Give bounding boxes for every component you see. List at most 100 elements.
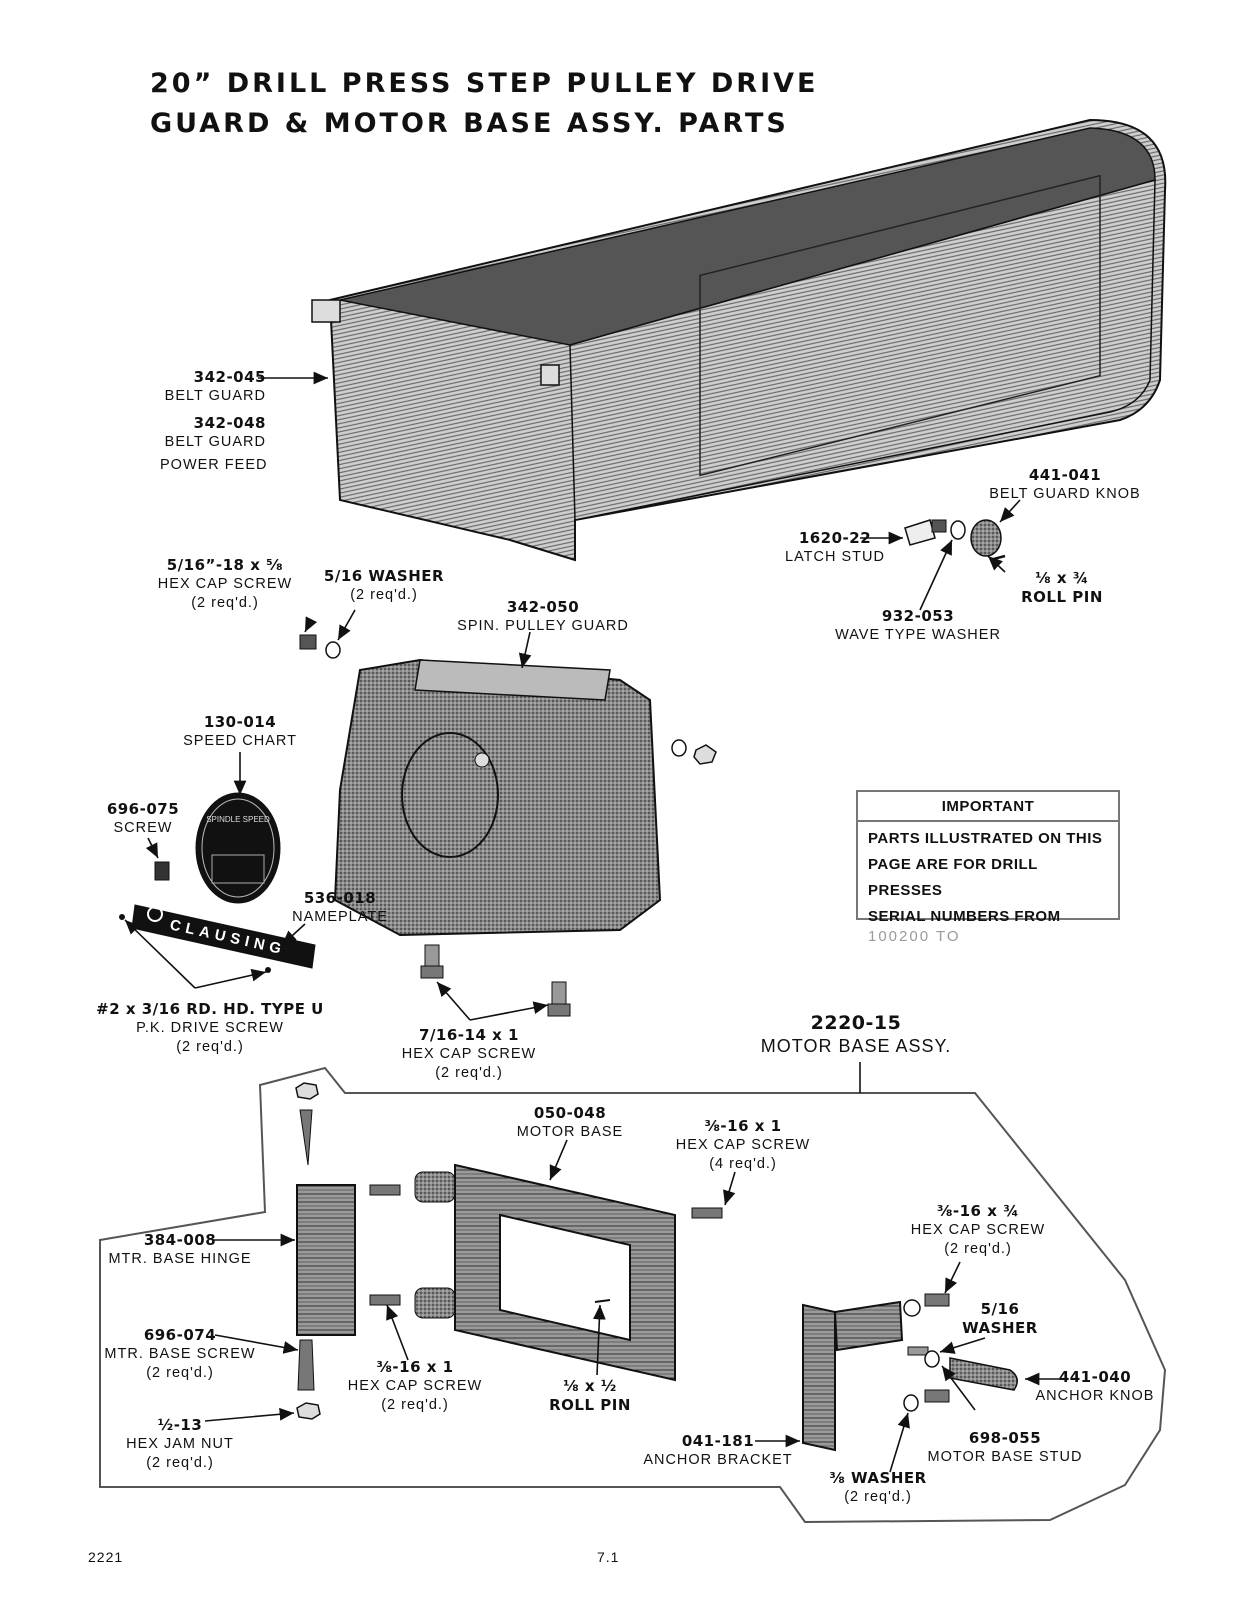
part-number: 130-014: [203, 713, 277, 731]
part-qty: (2 req'd.): [381, 1397, 449, 1413]
part-number: ⅛ x ½: [563, 1377, 617, 1395]
part-name: ROLL PIN: [1021, 588, 1103, 606]
label-washer-b: 5/16 WASHER: [960, 1300, 1040, 1338]
label-mtr-base-screw: 696-074 MTR. BASE SCREW (2 req'd.): [100, 1326, 260, 1383]
part-number: 5/16”-18 x ⁵⁄₈: [166, 556, 284, 574]
page-title-line-1: 20” DRILL PRESS STEP PULLEY DRIVE: [150, 68, 819, 99]
label-pk-drive-screw: #2 x 3/16 RD. HD. TYPE U P.K. DRIVE SCRE…: [80, 1000, 340, 1057]
part-number: 050-048: [533, 1104, 607, 1122]
part-number: 696-075: [106, 800, 180, 818]
label-nameplate: 536-018 NAMEPLATE: [290, 889, 390, 927]
part-name: SPEED CHART: [183, 733, 297, 749]
part-name: MOTOR BASE ASSY.: [760, 1036, 952, 1056]
part-number: 5/16 WASHER: [323, 567, 445, 585]
part-name: BELT GUARD: [164, 434, 266, 450]
pulley-guard-drawing: [333, 658, 662, 937]
part-number: 342-050: [506, 598, 580, 616]
part-number: 698-055: [968, 1429, 1042, 1447]
label-hex-cap-screw-d: ⅜-16 x 1 HEX CAP SCREW (2 req'd.): [342, 1358, 488, 1415]
footer-page-code: 2221: [88, 1549, 124, 1565]
part-qty: (2 req'd.): [435, 1065, 503, 1081]
part-number: ⅜ WASHER: [829, 1469, 927, 1487]
part-qty: (2 req'd.): [944, 1241, 1012, 1257]
part-name: HEX CAP SCREW: [675, 1137, 811, 1153]
part-number: 441-040: [1058, 1368, 1132, 1386]
part-name: ANCHOR KNOB: [1035, 1388, 1155, 1404]
label-mtr-base-hinge: 384-008 MTR. BASE HINGE: [100, 1231, 260, 1269]
important-serial: 100200 TO: [868, 928, 961, 945]
label-motor-base-assy: 2220-15 MOTOR BASE ASSY.: [750, 1012, 962, 1058]
part-name: HEX CAP SCREW: [347, 1378, 483, 1394]
part-name: HEX CAP SCREW: [910, 1222, 1046, 1238]
part-qty: (2 req'd.): [146, 1455, 214, 1471]
label-washer-a: 5/16 WASHER (2 req'd.): [318, 567, 450, 605]
part-number: 441-041: [1028, 466, 1102, 484]
part-number: 2220-15: [810, 1012, 902, 1034]
part-number: 5/16: [980, 1300, 1020, 1318]
latch-parts-drawing: [904, 519, 1006, 562]
label-hex-cap-screw-c: ⅜-16 x 1 HEX CAP SCREW (4 req'd.): [670, 1117, 816, 1174]
label-hex-cap-screw-e: ⅜-16 x ¾ HEX CAP SCREW (2 req'd.): [905, 1202, 1051, 1259]
label-speed-chart: 130-014 SPEED CHART: [180, 713, 300, 751]
label-hex-cap-screw-a: 5/16”-18 x ⁵⁄₈ HEX CAP SCREW (2 req'd.): [155, 556, 295, 613]
part-name: HEX CAP SCREW: [157, 576, 293, 592]
page-title-line-2: GUARD & MOTOR BASE ASSY. PARTS: [150, 108, 789, 139]
important-notice-box: IMPORTANT PARTS ILLUSTRATED ON THIS PAGE…: [856, 790, 1120, 944]
part-qty: (2 req'd.): [844, 1489, 912, 1505]
label-motor-base-stud: 698-055 MOTOR BASE STUD: [922, 1429, 1088, 1467]
label-anchor-knob: 441-040 ANCHOR KNOB: [1030, 1368, 1160, 1406]
label-belt-guard: 342-045 BELT GUARD 342-048 BELT GUARD PO…: [160, 368, 266, 475]
part-name: HEX JAM NUT: [126, 1436, 234, 1452]
part-number: ⅜-16 x 1: [376, 1358, 454, 1376]
label-screw-a: 696-075 SCREW: [100, 800, 186, 838]
part-name: NAMEPLATE: [292, 909, 388, 925]
part-number: 041-181: [681, 1432, 755, 1450]
part-name: ROLL PIN: [549, 1396, 631, 1414]
part-number: 7/16-14 x 1: [419, 1026, 519, 1044]
speed-chart-plate-text: SPINDLE SPEED: [206, 815, 270, 824]
part-number: 342-048: [193, 414, 266, 432]
small-hardware-drawing: [119, 634, 717, 1017]
label-roll-pin-b: ⅛ x ½ ROLL PIN: [540, 1377, 640, 1415]
part-qty: (2 req'd.): [350, 587, 418, 603]
part-name: MTR. BASE SCREW: [104, 1346, 256, 1362]
part-qty: (4 req'd.): [709, 1156, 777, 1172]
part-name: HEX CAP SCREW: [401, 1046, 537, 1062]
important-line: PAGE ARE FOR DRILL PRESSES: [868, 856, 1038, 899]
part-name: MTR. BASE HINGE: [108, 1251, 252, 1267]
part-qty: (2 req'd.): [146, 1365, 214, 1381]
important-heading: IMPORTANT: [858, 792, 1118, 822]
label-wave-washer: 932-053 WAVE TYPE WASHER: [830, 607, 1006, 645]
part-name: BELT GUARD: [164, 388, 266, 404]
footer-page-number: 7.1: [597, 1549, 620, 1565]
motor-base-assy-outline: [99, 1066, 1167, 1524]
part-name: WAVE TYPE WASHER: [835, 627, 1001, 643]
part-number: 932-053: [881, 607, 955, 625]
part-number: ⅜-16 x 1: [704, 1117, 782, 1135]
label-washer-c: ⅜ WASHER (2 req'd.): [815, 1469, 941, 1507]
part-number: 1620-22: [798, 529, 872, 547]
label-motor-base: 050-048 MOTOR BASE: [510, 1104, 630, 1142]
part-name: WASHER: [962, 1319, 1038, 1337]
part-name: SCREW: [113, 820, 173, 836]
speed-chart-drawing: [195, 792, 281, 904]
part-name: ANCHOR BRACKET: [643, 1452, 793, 1468]
part-note: POWER FEED: [160, 457, 268, 473]
important-line: SERIAL NUMBERS FROM: [868, 908, 1061, 925]
part-name: MOTOR BASE: [516, 1124, 624, 1140]
part-qty: (2 req'd.): [191, 595, 259, 611]
part-number: ⅛ x ¾: [1035, 569, 1089, 587]
important-line: PARTS ILLUSTRATED ON THIS: [868, 830, 1103, 847]
belt-guard-drawing: [311, 118, 1167, 562]
label-pulley-guard: 342-050 SPIN. PULLEY GUARD: [455, 598, 631, 636]
label-roll-pin-a: ⅛ x ¾ ROLL PIN: [1012, 569, 1112, 607]
part-number: ⅜-16 x ¾: [936, 1202, 1020, 1220]
label-hex-jam-nut: ½-13 HEX JAM NUT (2 req'd.): [110, 1416, 250, 1473]
part-name: MOTOR BASE STUD: [927, 1449, 1083, 1465]
part-name: SPIN. PULLEY GUARD: [457, 618, 629, 634]
part-name: BELT GUARD KNOB: [989, 486, 1141, 502]
label-anchor-bracket: 041-181 ANCHOR BRACKET: [643, 1432, 793, 1470]
part-name: LATCH STUD: [785, 549, 885, 565]
label-belt-guard-knob: 441-041 BELT GUARD KNOB: [985, 466, 1145, 504]
